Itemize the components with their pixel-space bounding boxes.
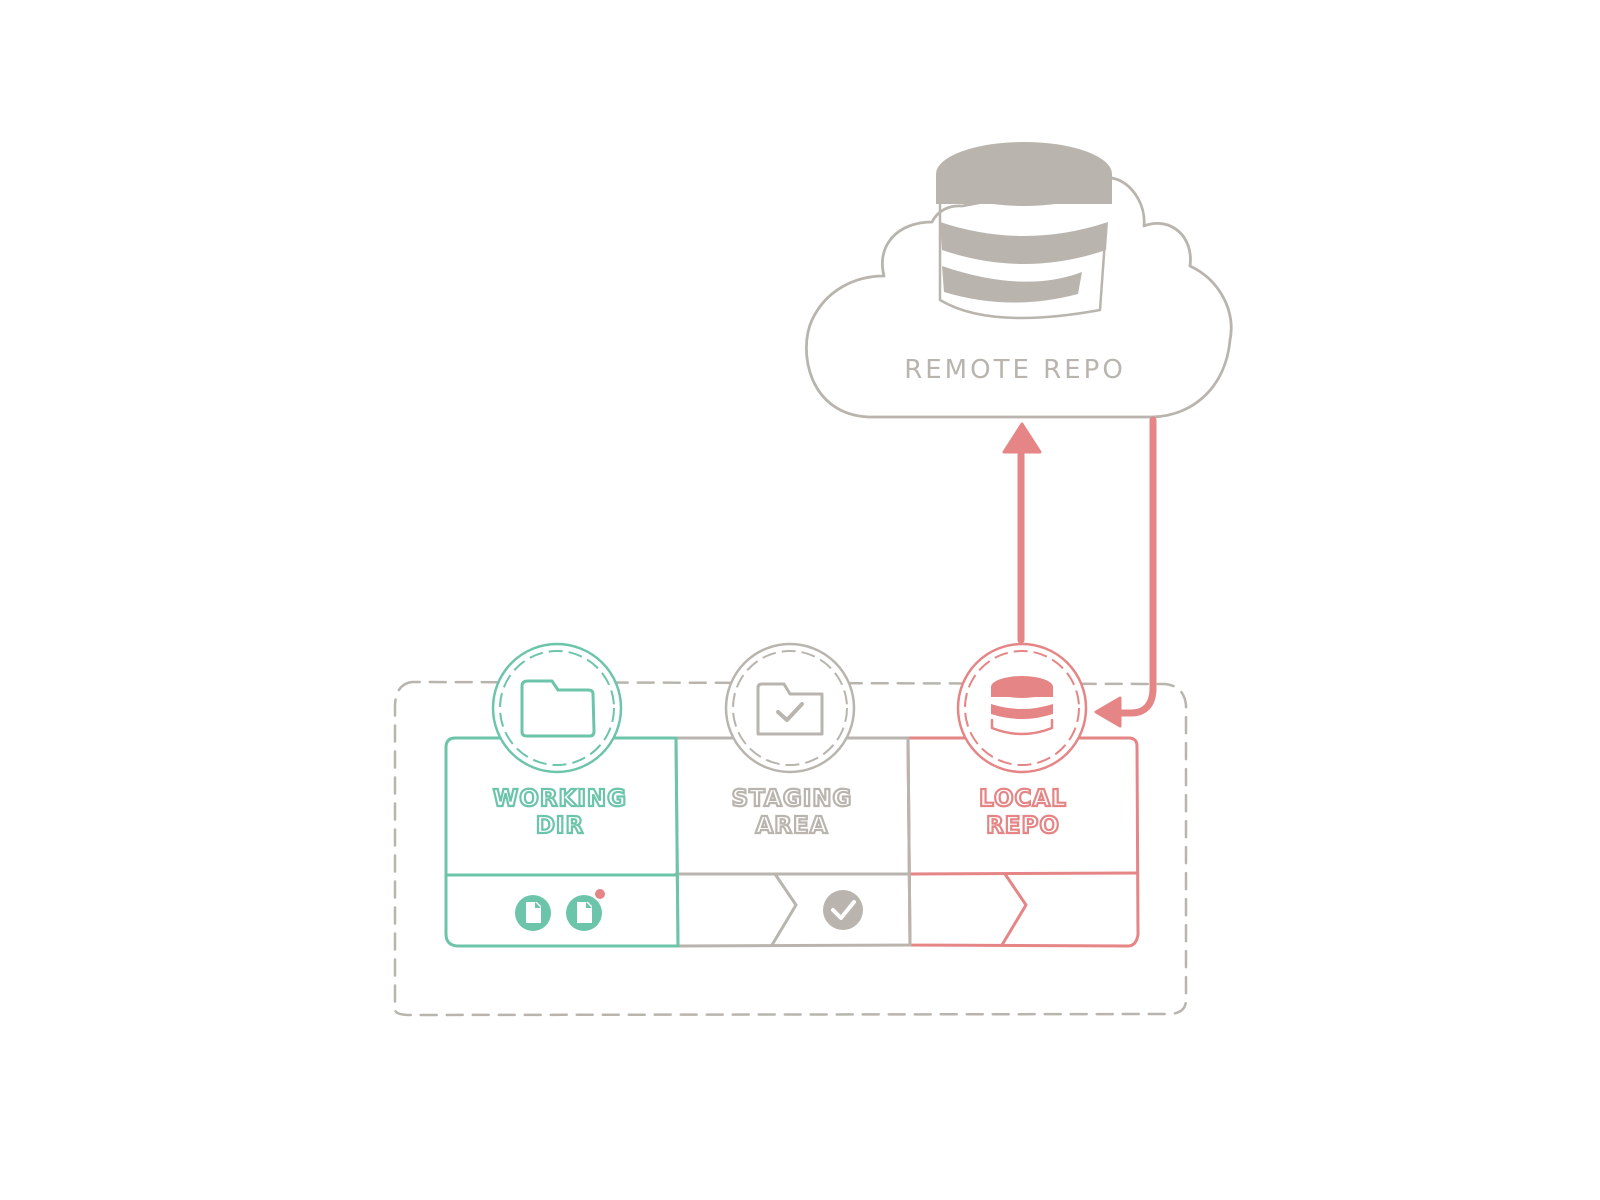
working-dir-label-line2: DIR — [536, 813, 584, 839]
modified-dot-icon — [593, 887, 607, 901]
pull-arrow — [1094, 416, 1157, 728]
pull-arrow-line — [1114, 416, 1157, 717]
chevron-right-icon — [770, 872, 798, 947]
folder-check-icon — [756, 682, 824, 736]
local-repo-box — [906, 736, 1140, 948]
database-top-body — [936, 174, 1112, 204]
local-repo-label-line1: LOCAL — [979, 786, 1067, 812]
remote-repo-label: REMOTE REPO — [904, 355, 1126, 385]
database-band-2 — [942, 266, 1082, 303]
local-boundary — [393, 680, 1188, 1017]
remote-database-icon — [936, 142, 1112, 320]
local-repo-stage — [906, 736, 1140, 948]
working-dir-stage — [444, 736, 680, 948]
check-circle-icon — [823, 890, 863, 930]
arrow-up-icon — [1002, 422, 1042, 454]
working-dir-box — [444, 736, 680, 948]
file-icon — [515, 895, 551, 931]
working-dir-label: WORKING DIR — [492, 785, 627, 840]
local-repo-label-line2: REPO — [986, 813, 1060, 839]
local-repo-divider — [906, 871, 1139, 876]
database-icon — [990, 676, 1054, 736]
staging-area-label-line2: AREA — [755, 813, 828, 839]
local-repo-badge — [956, 642, 1088, 774]
file-modified-icon — [566, 887, 607, 931]
working-dir-badge — [491, 642, 623, 774]
database-band-1 — [940, 222, 1108, 264]
staging-area-label: STAGING AREA — [730, 785, 853, 840]
push-arrow — [1002, 422, 1042, 644]
database-back-outline — [938, 198, 1107, 320]
remote-repo-cloud: REMOTE REPO — [805, 142, 1233, 419]
folder-icon — [520, 679, 596, 738]
local-repo-label: LOCAL REPO — [978, 785, 1067, 840]
staging-area-label-line1: STAGING — [732, 786, 853, 812]
chevron-right-icon — [1000, 872, 1028, 947]
arrow-down-icon — [1094, 696, 1122, 728]
staging-area-badge — [724, 642, 856, 774]
working-dir-label-line1: WORKING — [493, 786, 627, 812]
